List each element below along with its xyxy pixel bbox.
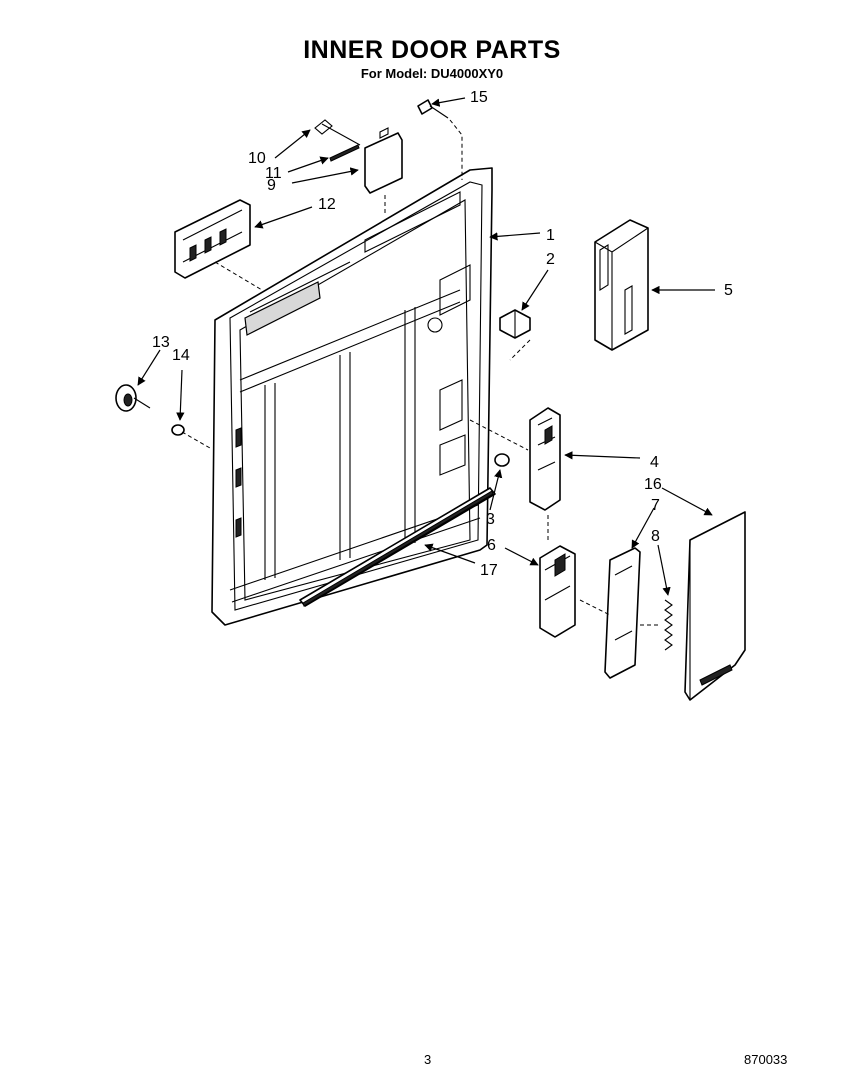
callout-15: 15 — [470, 89, 488, 106]
callout-13: 13 — [152, 334, 170, 351]
side-panel — [684, 511, 746, 701]
callout-14: 14 — [172, 347, 190, 364]
knob-13 — [115, 384, 151, 412]
callout-16: 16 — [644, 476, 662, 493]
callout-11: 11 — [265, 165, 282, 182]
strike-plate — [604, 547, 641, 679]
vent-bracket — [174, 199, 251, 279]
callout-9: 9 — [267, 177, 276, 194]
leader-lines — [137, 97, 715, 596]
model-subtitle: For Model: DU4000XY0 — [360, 66, 504, 81]
spring — [664, 599, 673, 651]
callout-1: 1 — [546, 227, 555, 244]
inner-door-panel — [211, 167, 493, 626]
callout-7: 7 — [651, 497, 660, 514]
callout-4: 4 — [650, 454, 659, 471]
hinge-cover — [364, 127, 403, 194]
page-title: INNER DOOR PARTS — [303, 36, 561, 64]
switch-bracket — [539, 545, 576, 638]
page-number: 3 — [424, 1052, 432, 1067]
callout-10: 10 — [248, 150, 266, 167]
callout-8: 8 — [651, 528, 660, 545]
screw-15 — [417, 99, 449, 119]
callout-6: 6 — [487, 537, 496, 554]
small-screw — [329, 144, 360, 162]
callout-2: 2 — [546, 251, 555, 268]
fastener-2 — [499, 309, 531, 339]
callout-3: 3 — [486, 511, 495, 528]
latch-mechanism — [529, 407, 561, 511]
callout-12: 12 — [318, 196, 336, 213]
nut-14 — [171, 424, 185, 436]
callout-17: 17 — [480, 562, 498, 579]
clip-3 — [494, 453, 510, 467]
callout-5: 5 — [724, 282, 733, 299]
callout-labels: 1 2 3 4 5 6 7 8 9 10 11 12 13 14 15 16 1… — [152, 89, 733, 579]
clip-pin — [314, 119, 361, 146]
latch-housing — [594, 219, 649, 351]
lower-trim-strip — [299, 487, 496, 607]
document-code: 870033 — [744, 1052, 788, 1067]
